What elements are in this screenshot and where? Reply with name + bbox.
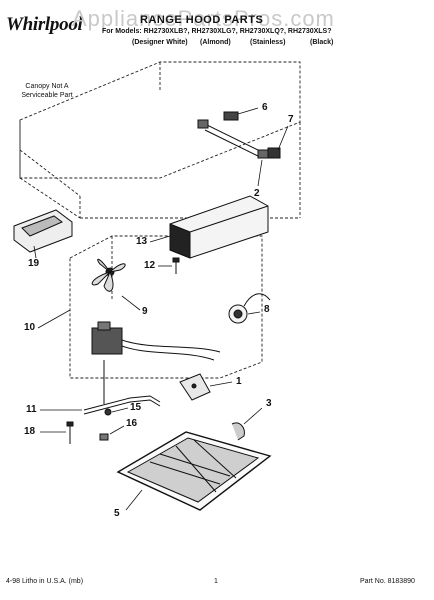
page-title: RANGE HOOD PARTS (140, 14, 264, 26)
part-13-damper (169, 195, 269, 259)
callout-16: 16 (126, 418, 138, 429)
finish-designer-white: (Designer White) (132, 39, 188, 46)
callout-3: 3 (266, 398, 272, 409)
callout-6: 6 (262, 102, 268, 113)
canopy-note-line2: Serviceable Part (21, 92, 73, 99)
part-1-bracket (179, 373, 211, 401)
part-3-clip (231, 422, 245, 441)
part-8-power-connector (228, 293, 271, 324)
part-16-nut (99, 433, 109, 441)
leader-lines (33, 107, 289, 511)
part-15-nut (104, 408, 112, 416)
part-9-fan-blade (91, 258, 126, 292)
callout-11: 11 (26, 404, 37, 415)
motor (91, 321, 221, 361)
callout-13: 13 (136, 236, 148, 247)
part-12-screw (172, 257, 180, 274)
canopy-note: Canopy Not A Serviceable Part (12, 82, 82, 100)
part-6-light-socket-bracket (223, 111, 239, 121)
callout-8: 8 (264, 304, 270, 315)
callout-18: 18 (24, 426, 36, 437)
canopy-note-line1: Canopy Not A (25, 83, 69, 90)
callout-15: 15 (130, 402, 142, 413)
whirlpool-logo: Whirlpool (6, 14, 83, 35)
callout-9: 9 (142, 306, 148, 317)
finish-almond: (Almond) (200, 39, 231, 46)
callout-19: 19 (28, 258, 40, 269)
finish-stainless: (Stainless) (250, 39, 286, 46)
part-11-motor-mount (83, 360, 161, 415)
callout-1: 1 (236, 376, 242, 387)
part-19-cover (13, 209, 73, 253)
footer-part-number: Part No. 8183890 (360, 578, 415, 585)
part-5-grease-filter (116, 431, 272, 511)
callout-12: 12 (144, 260, 156, 271)
model-list: For Models: RH2730XLB?, RH2730XLG?, RH27… (102, 28, 332, 35)
callout-7: 7 (288, 114, 294, 125)
footer-litho: 4-98 Litho in U.S.A. (mb) (6, 578, 84, 585)
callout-5: 5 (114, 508, 120, 519)
finish-black: (Black) (310, 39, 334, 46)
part-7-lamp-bar (197, 119, 281, 159)
callout-10: 10 (24, 322, 36, 333)
part-18-screw (66, 421, 74, 444)
callout-2: 2 (254, 188, 260, 199)
watermark: AppliancePartsPros.com (72, 6, 335, 31)
footer-page-number: 1 (214, 578, 218, 585)
